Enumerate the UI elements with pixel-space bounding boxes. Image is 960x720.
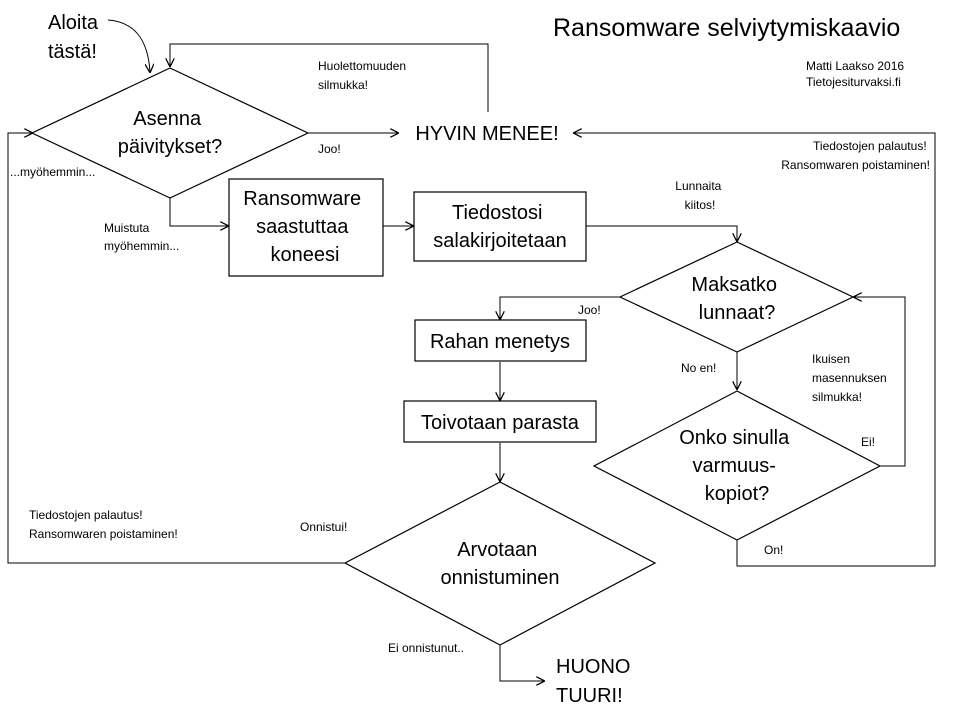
node-saastuttaa-label: Ransomware saastuttaa koneesi (243, 188, 366, 266)
node-onko-diamond (592, 390, 882, 541)
label-palautus-right: Tiedostojen palautus! Ransomwaren poista… (781, 139, 930, 172)
label-ikuisen: Ikuisen masennuksen silmukka! (812, 352, 890, 404)
node-maksatko-label: Maksatko lunnaat? (691, 274, 782, 324)
label-noen: No en! (681, 361, 716, 375)
edge-maksatko-rahan (500, 296, 620, 319)
node-asenna-diamond (30, 67, 310, 199)
node-toivotaan-label: Toivotaan parasta (421, 412, 580, 434)
label-lunnaita: Lunnaita kiitos! (675, 179, 724, 212)
edge-onko-hyvin (574, 133, 936, 567)
node-salakirjoitetaan-label: Tiedostosi salakirjoitetaan (433, 202, 566, 252)
edge-arvotaan-asenna (7, 133, 345, 564)
start-label: Aloita tästä! (48, 12, 104, 63)
label-palautus-left: Tiedostojen palautus! Ransomwaren poista… (29, 508, 178, 541)
node-maksatko-diamond (618, 241, 855, 353)
node-salakirjoitetaan-box (413, 191, 587, 262)
edge-salakirjoitetaan-maksatko (585, 225, 737, 241)
edge-huolettomuuden-loop (170, 43, 489, 112)
edge-arvotaan-huono (499, 645, 544, 681)
label-huolettomuuden: Huolettomuuden silmukka! (318, 59, 409, 92)
label-on: On! (764, 543, 783, 557)
node-arvotaan-label: Arvotaan onnistuminen (441, 539, 560, 589)
credit-text: Matti Laakso 2016 Tietojesiturvaksi.fi (806, 59, 907, 89)
label-onnistui: Onnistui! (300, 520, 347, 534)
label-myohemmin: ...myöhemmin... (10, 165, 95, 179)
edge-ikuisen-loop (854, 297, 906, 467)
label-joo-asenna: Joo! (318, 142, 341, 156)
node-arvotaan-diamond (343, 481, 657, 646)
node-hyvin-label: HYVIN MENEE! (415, 123, 558, 145)
node-onko-label: Onko sinulla varmuus- kopiot? (679, 427, 795, 505)
label-eionnistunut: Ei onnistunut.. (388, 641, 464, 655)
label-ei: Ei! (861, 435, 875, 449)
node-rahan-box (414, 319, 587, 362)
start-arrow (107, 19, 150, 72)
page-title: Ransomware selviytymiskaavio (553, 14, 900, 42)
node-saastuttaa-box (228, 178, 384, 277)
label-muistuta: Muistuta myöhemmin... (104, 221, 179, 253)
node-asenna-label: Asenna päivitykset? (118, 108, 223, 158)
node-huono-label: HUONO TUURI! (556, 656, 636, 707)
edge-asenna-saastuttaa (169, 198, 228, 226)
node-toivotaan-box (403, 400, 597, 443)
label-joo-maksatko: Joo! (578, 303, 601, 317)
node-rahan-label: Rahan menetys (430, 331, 570, 353)
